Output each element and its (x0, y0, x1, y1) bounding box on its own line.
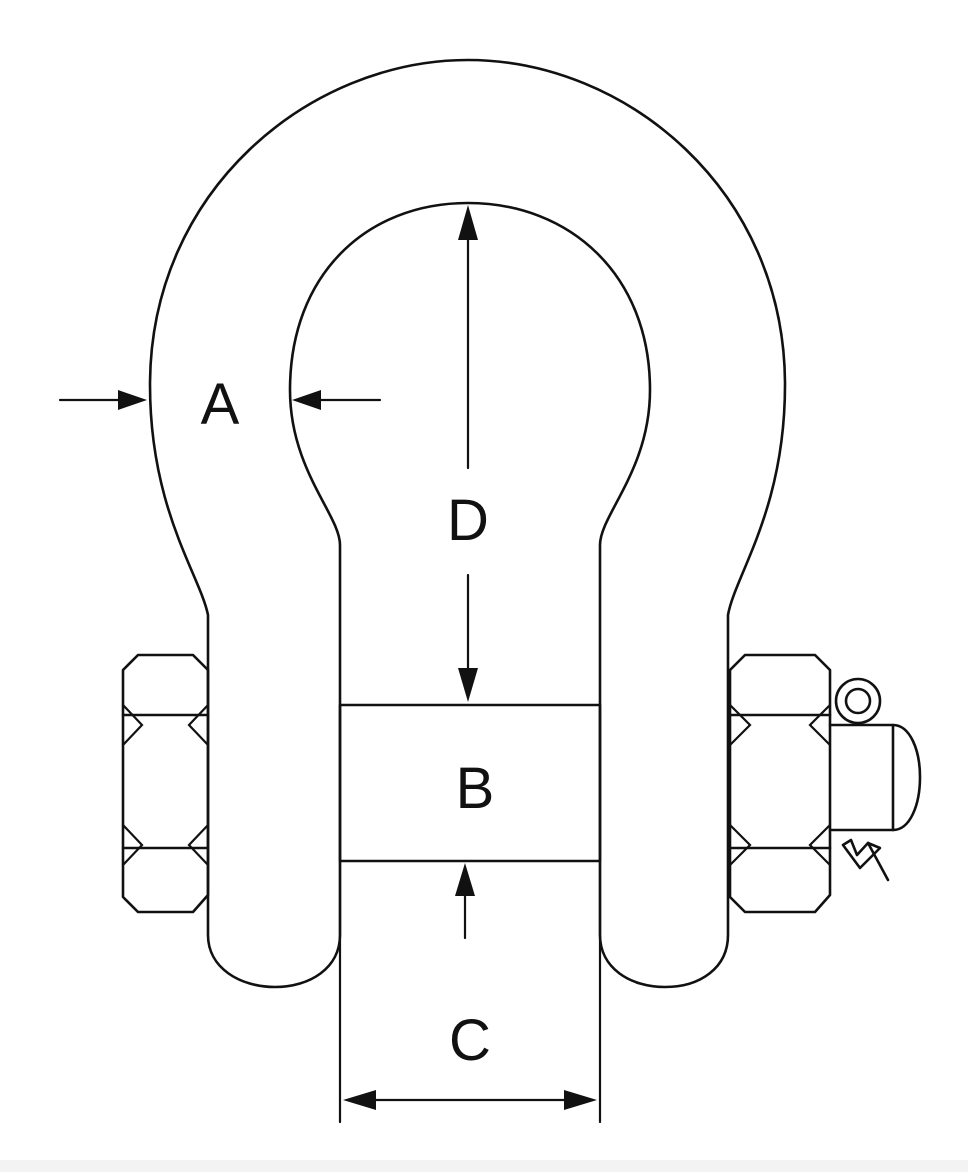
dimension-d: D (447, 205, 489, 702)
bottom-strip (0, 1160, 968, 1172)
label-b: B (456, 756, 495, 821)
pin-body (338, 703, 602, 863)
dimension-b: B (455, 756, 495, 940)
label-c: C (449, 1008, 491, 1073)
shackle-bow (148, 58, 787, 989)
label-d: D (447, 488, 489, 553)
pin-end (828, 723, 922, 832)
cotter-pin-icon (834, 677, 890, 882)
label-a: A (201, 372, 240, 437)
dimension-a: A (58, 372, 382, 437)
left-nut (121, 653, 210, 914)
right-nut (728, 653, 832, 914)
dimension-c: C (338, 859, 602, 1124)
